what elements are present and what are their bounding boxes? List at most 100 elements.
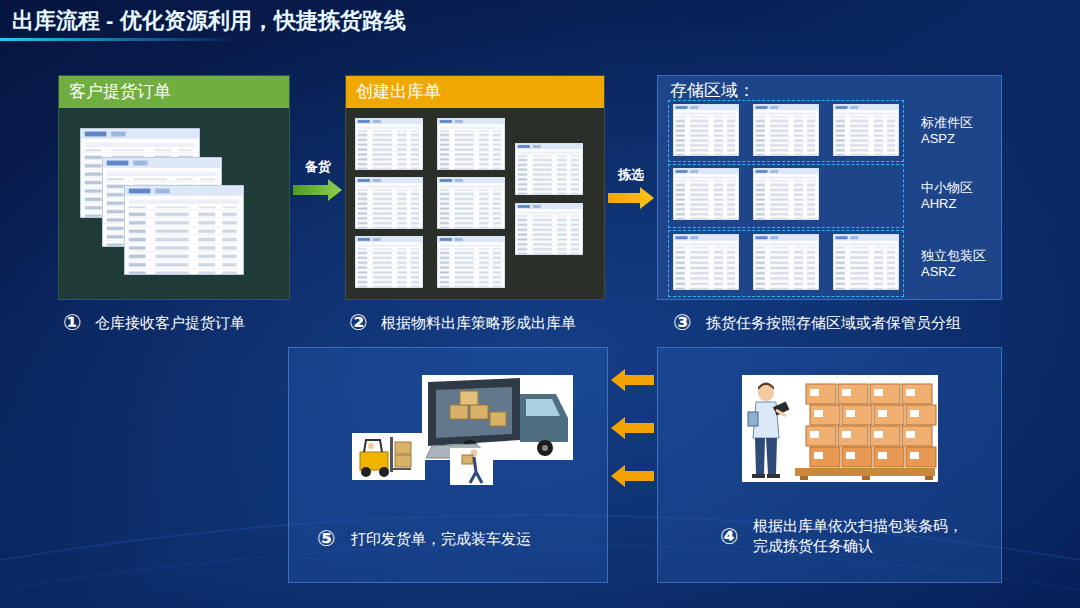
picker-picture [755,438,765,474]
carton-stack [810,447,840,467]
carton-stack [906,389,915,396]
step-caption: 根据物料出库策略形成出库单 [381,313,576,333]
carton-stack [814,410,823,417]
picker-picture [766,438,777,474]
zone-forms [753,234,819,290]
carton-stack [878,410,887,417]
panel-box: 创建出库单②根据物料出库策略形成出库单 [345,75,605,300]
picker-picture [748,412,758,426]
outbound-forms [437,236,505,288]
truck-picture [460,391,478,405]
picker-picture [800,476,808,480]
step-caption: 打印发货单，完成装车发运 [351,529,531,549]
carton-stack [814,452,823,459]
zone-forms [833,104,899,156]
forklift-picture [395,455,411,467]
carton-stack [842,431,851,438]
carton-stack [874,405,904,425]
outbound-forms [355,236,423,288]
carton-stack [810,389,819,396]
carton-stack [806,384,936,467]
zone-box: 标准件区 ASPZ [668,100,904,162]
callout-number: ② [349,312,368,334]
forklift-picture [361,467,371,477]
panel-fill [345,75,605,300]
panel-box: ⑤ 打印发货单，完成装车发运 [288,347,608,583]
carton-stack [870,384,900,404]
outbound-forms [515,203,583,255]
picker-picture [862,476,870,480]
picker-picture [925,476,933,480]
porter-picture [450,448,493,485]
zone-forms [673,234,739,290]
edge-label: 拣选 [618,166,644,184]
carton-stack [870,426,900,446]
callout-number: ④ [720,526,739,548]
picker-picture [758,383,774,391]
porter-picture [450,448,493,485]
picker-picture [767,474,780,478]
order-forms [80,128,244,275]
carton-stack [806,426,836,446]
zone-box: 独立包装区 ASRZ [668,230,904,297]
picker-picture [742,375,938,482]
forklift-picture [393,468,411,470]
porter-picture [470,457,482,483]
forklift-picture [395,442,411,454]
carton-stack [874,389,883,396]
title-underline [0,38,240,41]
carton-stack [838,384,868,404]
truck-picture [422,375,573,460]
panel-fill [288,347,608,583]
carton-stack [906,447,936,467]
panel-heading: 创建出库单 [346,76,604,108]
zone-forms [673,104,739,156]
panel-fills [58,75,1002,583]
forklift-picture [379,467,389,477]
step-caption: 仓库接收客户提货订单 [95,313,245,333]
picker-picture [742,375,938,482]
flow-arrow [611,417,654,439]
panel-heading: 存储区域： [670,79,755,102]
truck-picture [537,440,553,456]
carton-stack [838,426,868,446]
zone-forms [833,234,899,290]
truck-picture [520,394,568,442]
zone-forms [673,104,899,290]
truck-picture [436,387,512,438]
truck-picture [526,399,560,416]
truck-picture [422,375,573,460]
stock-arrow [293,179,342,201]
zone-forms [673,168,739,220]
panel-fill [657,75,1002,300]
carton-stack [810,431,819,438]
carton-stack [846,410,855,417]
zone-forms [753,168,819,220]
outbound-forms [355,118,583,288]
zone-forms [753,104,819,156]
zone-box: 中小物区 AHRZ [668,164,904,228]
panel-box: 存储区域：③拣货任务按照存储区域或者保管员分组标准件区 ASPZ中小物区 AHR… [657,75,1002,300]
picker-picture [776,410,786,416]
callout-number: ⑤ [317,528,336,550]
callout-number: ③ [673,312,692,334]
flow-arrow [611,465,654,487]
carton-stack [874,431,883,438]
callout-number: ① [63,312,82,334]
zone-label: 中小物区 AHRZ [921,180,995,213]
carton-stack [810,405,840,425]
page-title: 出库流程 - 优化资源利用，快捷拣货路线 [12,6,406,36]
zone-label: 独立包装区 ASRZ [921,247,995,280]
outbound-forms [355,118,423,170]
forklift-picture [364,440,382,452]
carton-stack [906,431,915,438]
carton-stack [842,405,872,425]
picker-picture [795,468,935,476]
carton-stack [910,452,919,459]
panel-box: 客户提货订单①仓库接收客户提货订单 [58,75,290,300]
edge-label: 备货 [305,158,331,176]
carton-stack [902,384,932,404]
picker-picture [752,474,765,478]
outbound-forms [437,118,505,170]
truck-picture [428,378,520,446]
